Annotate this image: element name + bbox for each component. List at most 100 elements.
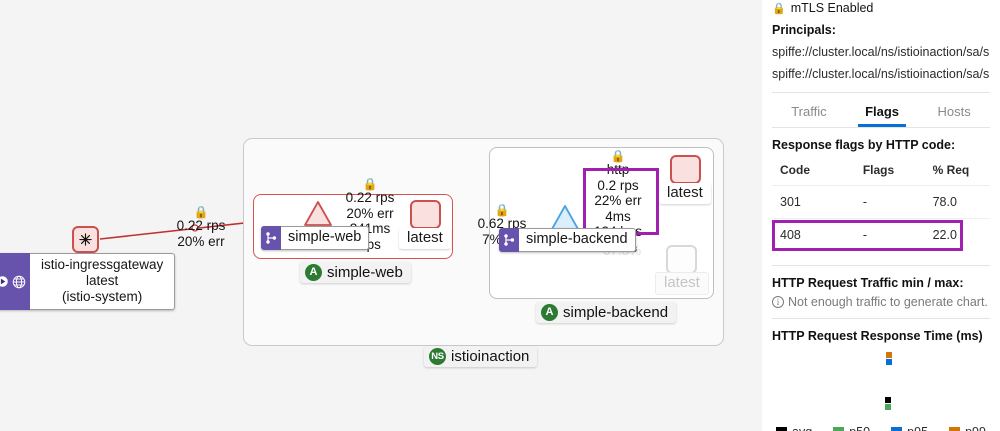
panel-divider-3 [772, 265, 990, 266]
legend-swatch-p95 [891, 426, 903, 431]
simple-web-service-label-text: simple-web [281, 226, 370, 250]
datapoint-avg [885, 397, 891, 403]
principals-title: Principals: [772, 23, 836, 37]
table-row[interactable]: 301 - 78.0 [772, 185, 990, 219]
response-flags-table[interactable]: Code Flags % Req 301 - 78.0 408 - 22.0 [772, 154, 990, 251]
traffic-minmax-message: Not enough traffic to generate chart. [788, 295, 988, 309]
edge-err-backend-v1: 22% err [594, 193, 642, 208]
principal-item-2: spiffe://cluster.local/ns/istioinaction/… [772, 67, 990, 81]
node-istio-ingressgateway[interactable] [72, 226, 99, 253]
edge-err-gateway-to-web: 20% err [177, 233, 225, 249]
gateway-label-line3: (istio-system) [62, 289, 143, 304]
legend-item-p50[interactable]: p50 [833, 425, 870, 431]
node-workload-simple-backend-latest-v2[interactable] [666, 245, 697, 274]
legend-label-avg: avg [792, 425, 812, 431]
tab-hosts[interactable]: Hosts [937, 104, 971, 119]
datapoint-p95 [886, 359, 892, 365]
gateway-label-line2: latest [86, 273, 119, 288]
cell-req: 22.0 [932, 228, 957, 242]
node-workload-simple-backend-latest-v1[interactable] [670, 155, 701, 184]
th-code: Code [772, 154, 855, 186]
edge-rps-backend-v1: 0.2 rps [597, 177, 639, 193]
table-row[interactable]: 408 - 22.0 [772, 219, 990, 252]
gateway-label-line1: istio-ingressgateway [41, 257, 164, 272]
info-icon: i [772, 296, 784, 308]
legend-swatch-avg [776, 426, 787, 431]
workload-branch-icon [504, 234, 515, 246]
node-label-simple-web-latest[interactable]: latest [399, 228, 451, 249]
th-flags: Flags [854, 154, 925, 186]
traffic-minmax-title: HTTP Request Traffic min / max: [772, 276, 964, 290]
table-header-row: Code Flags % Req [772, 154, 990, 186]
legend-swatch-p99 [949, 426, 961, 431]
mtls-lock-icon: 🔒 [494, 203, 510, 217]
legend-item-p95[interactable]: p95 [891, 425, 928, 431]
node-label-simple-backend-latest-v1[interactable]: latest [659, 183, 711, 204]
mtls-lock-icon: 🔒 [610, 149, 626, 163]
legend-item-p99[interactable]: p99 [949, 425, 986, 431]
traffic-minmax-message-row: i Not enough traffic to generate chart. [772, 295, 990, 309]
app-group-pill-simple-web[interactable]: A simple-web [300, 262, 411, 283]
workload-branch-icon [266, 232, 277, 244]
play-circle-icon [0, 275, 9, 288]
edge-label-web-service-to-workload: 🔒 0.22 rps 20% err 241ms bps [330, 178, 410, 252]
panel-tabs[interactable]: Traffic Flags Hosts [772, 93, 990, 127]
edge-rps-web-to-backend: 0.62 rps [477, 216, 527, 231]
node-workload-simple-web-latest[interactable] [410, 200, 441, 229]
node-label-simple-backend-latest-v2[interactable]: latest [655, 272, 709, 295]
node-service-simple-backend[interactable] [550, 204, 580, 231]
workload-icon [499, 228, 519, 252]
panel-divider-2 [772, 127, 990, 128]
side-panel[interactable]: 🔒 mTLS Enabled Principals: spiffe://clus… [762, 0, 1000, 431]
app-badge-icon: A [305, 264, 322, 281]
cell-flags: - [862, 228, 867, 242]
edge-latency-backend-v1: 4ms [605, 208, 631, 224]
gateway-label-text: istio-ingressgateway latest (istio-syste… [30, 253, 176, 310]
node-label-simple-web-service[interactable]: simple-web [261, 226, 370, 250]
datapoint-p50 [885, 404, 891, 410]
app-group-pill-simple-backend[interactable]: A simple-backend [536, 302, 677, 323]
chart-legend[interactable]: avg p50 p95 p99 [772, 425, 990, 431]
gateway-icon [12, 275, 26, 288]
app-group-label-simple-backend: simple-backend [563, 304, 669, 321]
flags-section-title: Response flags by HTTP code: [772, 138, 956, 152]
app-badge-icon: A [541, 304, 558, 321]
node-label-simple-backend-service[interactable]: simple-backend [499, 228, 636, 252]
burst-icon [79, 233, 92, 246]
mtls-lock-icon: 🔒 [193, 205, 209, 219]
workload-icon [261, 226, 281, 250]
edge-label-gateway-to-web: 🔒 0.22 rps 20% err [170, 206, 232, 249]
service-graph-canvas[interactable]: istio-ingressgateway latest (istio-syste… [0, 0, 762, 431]
cell-code: 408 [780, 228, 801, 242]
node-service-simple-web[interactable] [303, 200, 333, 227]
legend-label-p95: p95 [907, 425, 928, 431]
namespace-pill-label: istioinaction [451, 348, 530, 365]
mtls-lock-icon: 🔒 [362, 177, 378, 191]
tab-traffic[interactable]: Traffic [791, 104, 827, 119]
panel-divider-4 [772, 318, 990, 319]
edge-rps-web: 0.22 rps [345, 190, 395, 205]
gateway-badges [0, 253, 30, 310]
service-triangle-icon [304, 201, 332, 226]
edge-rps-gateway-to-web: 0.22 rps [176, 218, 226, 233]
legend-label-p99: p99 [965, 425, 986, 431]
th-req: % Req [924, 154, 990, 186]
legend-swatch-p50 [833, 426, 845, 431]
tab-flags[interactable]: Flags [858, 104, 907, 127]
simple-backend-service-label-text: simple-backend [519, 228, 636, 252]
legend-item-avg[interactable]: avg [776, 425, 812, 431]
datapoint-p99 [886, 352, 892, 358]
service-triangle-icon [551, 205, 579, 230]
edge-err-web: 20% err [346, 205, 394, 221]
response-time-chart[interactable] [772, 347, 990, 419]
highlight-box-edge-metrics [583, 168, 659, 235]
namespace-badge-icon: NS [429, 348, 446, 365]
response-time-title: HTTP Request Response Time (ms) [772, 329, 983, 343]
namespace-pill[interactable]: NS istioinaction [424, 346, 538, 367]
flags-table-wrap: Code Flags % Req 301 - 78.0 408 - 22.0 [772, 154, 990, 251]
cell-flags: - [854, 185, 925, 219]
node-label-istio-ingressgateway[interactable]: istio-ingressgateway latest (istio-syste… [0, 253, 176, 310]
cell-code: 301 [772, 185, 855, 219]
app-group-label-simple-web: simple-web [327, 264, 403, 281]
